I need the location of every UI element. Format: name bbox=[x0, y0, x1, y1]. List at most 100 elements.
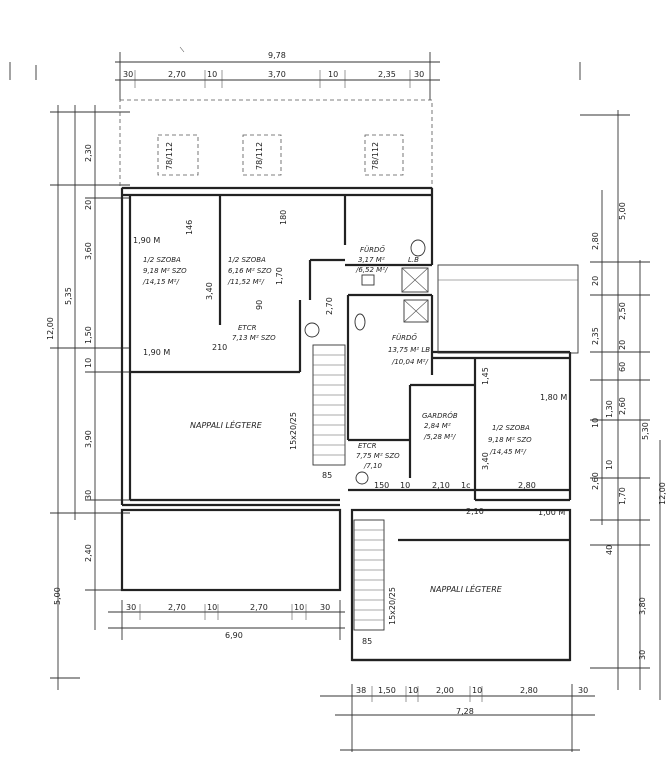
note-270: 2,70 bbox=[325, 297, 334, 315]
note-h2: 1,90 M bbox=[143, 348, 170, 357]
right-dim-8: 10 bbox=[591, 418, 600, 428]
svg-text:GARDRÓB: GARDRÓB bbox=[422, 411, 458, 420]
right-dimension-chain: 5,00 5,30 12,00 2,80 20 2,50 2,35 20 60 … bbox=[580, 110, 667, 700]
room-nappali-2: NAPPALI LÉGTERE bbox=[430, 583, 503, 594]
room-gardrob: GARDRÓB 2,84 M² /5,28 M²/ bbox=[422, 411, 458, 441]
right-dim-7: 2,60 bbox=[618, 397, 627, 415]
room-szoba-3: 1/2 SZOBA 9,18 M² SZO /14,45 M²/ bbox=[488, 424, 532, 456]
bottom-right-dim-2: 1,50 bbox=[378, 686, 396, 695]
note-h4: 1,00 M bbox=[538, 508, 565, 517]
right-dim-12: 10 bbox=[605, 460, 614, 470]
svg-text:7,13 M² SZO: 7,13 M² SZO bbox=[232, 334, 276, 342]
left-dim-2: 20 bbox=[84, 200, 93, 210]
top-dim-4: 3,70 bbox=[268, 70, 286, 79]
right-dim-13: 40 bbox=[605, 545, 614, 555]
svg-text:/14,45 M²/: /14,45 M²/ bbox=[489, 448, 526, 456]
note-146: 146 bbox=[185, 220, 194, 235]
right-dim-9: 1,30 bbox=[605, 400, 614, 418]
right-dim-3: 2,50 bbox=[618, 302, 627, 320]
right-dim-11: 1,70 bbox=[618, 487, 627, 505]
svg-text:1/2 SZOBA: 1/2 SZOBA bbox=[143, 256, 181, 264]
note-78c: 78/112 bbox=[371, 142, 380, 170]
note-78b: 78/112 bbox=[255, 142, 264, 170]
top-dim-overall: 9,78 bbox=[268, 51, 286, 60]
left-dim-outer-1: 5,35 bbox=[64, 287, 73, 305]
stairs-lower bbox=[353, 519, 385, 631]
svg-text:/10,04 M²/: /10,04 M²/ bbox=[391, 358, 428, 366]
top-dim-3: 10 bbox=[207, 70, 217, 79]
note-h3: 1,80 M bbox=[540, 393, 567, 402]
note-h1: 1,90 M bbox=[133, 236, 160, 245]
note-210b: 2,10 bbox=[466, 507, 484, 516]
svg-text:/11,52 M²/: /11,52 M²/ bbox=[227, 278, 264, 286]
bathroom-fixtures bbox=[304, 239, 429, 485]
bottom-right-dim-5: 10 bbox=[472, 686, 482, 695]
left-dim-1: 2,30 bbox=[84, 144, 93, 162]
svg-text:ETCR: ETCR bbox=[358, 442, 377, 450]
note-stair-1: 15x20/25 bbox=[289, 412, 298, 450]
note-340b: 3,40 bbox=[481, 452, 490, 470]
right-dim-1: 2,80 bbox=[591, 232, 600, 250]
svg-text:1/2 SZOBA: 1/2 SZOBA bbox=[492, 424, 530, 432]
top-dim-5: 10 bbox=[328, 70, 338, 79]
svg-text:9,18 M² SZO: 9,18 M² SZO bbox=[143, 267, 187, 275]
bottom-left-dim-3: 10 bbox=[207, 603, 217, 612]
note-10: 10 bbox=[400, 481, 410, 490]
left-dimension-chain: 12,00 5,35 5,00 2,30 20 3,60 1,50 10 3,9… bbox=[46, 105, 130, 690]
right-dim-outer-1: 5,00 bbox=[618, 202, 627, 220]
room-nappali-1: NAPPALI LÉGTERE bbox=[190, 419, 263, 430]
note-90: 90 bbox=[255, 300, 264, 310]
top-dimension-chain: 9,78 30 2,70 10 3,70 10 2,35 30 bbox=[115, 51, 440, 100]
svg-text:13,75 M² LB: 13,75 M² LB bbox=[388, 346, 430, 354]
left-dim-3: 3,60 bbox=[84, 242, 93, 260]
left-dim-5: 10 bbox=[84, 358, 93, 368]
bottom-right-dim-4: 2,00 bbox=[436, 686, 454, 695]
note-210c: 210 bbox=[212, 343, 227, 352]
room-furdo-2: FÜRDŐ 13,75 M² LB /10,04 M²/ bbox=[388, 333, 430, 366]
bottom-left-dim-6: 30 bbox=[320, 603, 330, 612]
bottom-right-dim-3: 10 bbox=[408, 686, 418, 695]
roof-window-marks bbox=[157, 134, 404, 176]
note-170: 1,70 bbox=[275, 267, 284, 285]
svg-text:/14,15 M²/: /14,15 M²/ bbox=[142, 278, 179, 286]
svg-text:/5,28 M²/: /5,28 M²/ bbox=[423, 433, 456, 441]
note-150: 150 bbox=[374, 481, 389, 490]
note-85a: 85 bbox=[322, 471, 332, 480]
bottom-left-dim-overall: 6,90 bbox=[225, 631, 243, 640]
svg-text:L.B: L.B bbox=[408, 256, 419, 264]
right-dim-4: 2,35 bbox=[591, 327, 600, 345]
room-szoba-1: 1/2 SZOBA 9,18 M² SZO /14,15 M²/ bbox=[142, 256, 187, 286]
bottom-right-dim-1: 38 bbox=[356, 686, 366, 695]
right-dim-10: 2,60 bbox=[591, 472, 600, 490]
room-etcr-1: ETCR 7,13 M² SZO bbox=[232, 324, 276, 342]
svg-text:2,84 M²: 2,84 M² bbox=[424, 422, 451, 430]
note-stair-2: 15x20/25 bbox=[388, 587, 397, 625]
left-dim-overall: 12,00 bbox=[46, 317, 55, 340]
note-280: 2,80 bbox=[518, 481, 536, 490]
right-dim-14: 3,80 bbox=[638, 597, 647, 615]
bottom-right-dimension-chain: 38 1,50 10 2,00 10 2,80 30 7,28 bbox=[320, 684, 595, 752]
note-210: 2,10 bbox=[432, 481, 450, 490]
left-dim-8: 2,40 bbox=[84, 544, 93, 562]
bottom-left-dim-4: 2,70 bbox=[250, 603, 268, 612]
bottom-left-dim-1: 30 bbox=[126, 603, 136, 612]
stairs-upper bbox=[312, 344, 346, 466]
svg-text:9,18 M² SZO: 9,18 M² SZO bbox=[488, 436, 532, 444]
right-dim-15: 30 bbox=[638, 650, 647, 660]
bottom-left-dimension-chain: 30 2,70 10 2,70 10 30 6,90 bbox=[108, 600, 345, 640]
svg-text:FÜRDŐ: FÜRDŐ bbox=[392, 333, 417, 342]
right-dim-overall: 12,00 bbox=[658, 482, 667, 505]
right-dim-5: 20 bbox=[618, 340, 627, 350]
top-dim-1: 30 bbox=[123, 70, 133, 79]
room-furdo-1: FÜRDŐ 3,17 M² /6,52 M²/ L.B bbox=[355, 245, 419, 274]
bottom-left-dim-2: 2,70 bbox=[168, 603, 186, 612]
room-szoba-2: 1/2 SZOBA 6,16 M² SZO /11,52 M²/ bbox=[227, 256, 272, 286]
building-walls bbox=[119, 99, 579, 662]
right-dim-6: 60 bbox=[618, 362, 627, 372]
left-dim-6: 3,90 bbox=[84, 430, 93, 448]
svg-text:/6,52 M²/: /6,52 M²/ bbox=[355, 266, 388, 274]
svg-text:ETCR: ETCR bbox=[238, 324, 257, 332]
svg-text:7,75 M² SZO: 7,75 M² SZO bbox=[356, 452, 400, 460]
note-85b: 85 bbox=[362, 637, 372, 646]
note-340a: 3,40 bbox=[205, 282, 214, 300]
